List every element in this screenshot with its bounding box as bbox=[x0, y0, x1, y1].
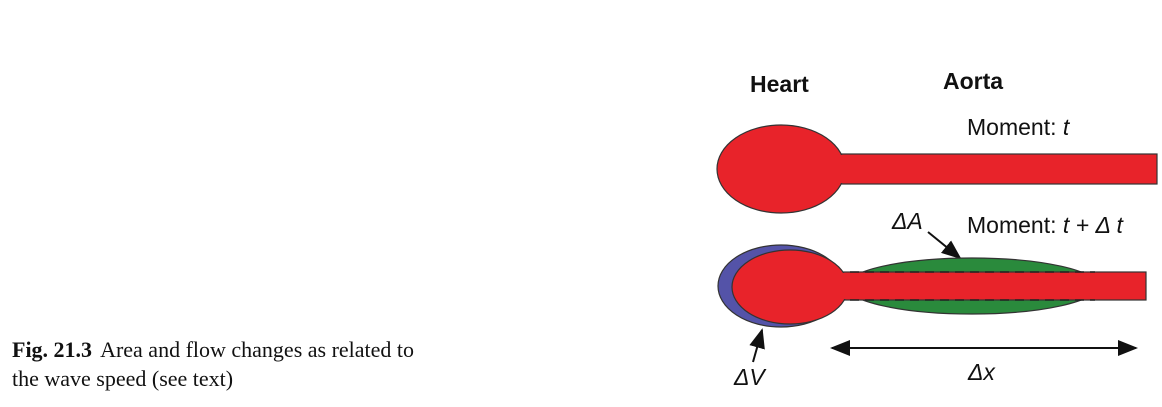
caption-text-line1: Area and flow changes as related to bbox=[100, 337, 415, 362]
moment-t-var: t bbox=[1063, 114, 1071, 140]
state-moment-t bbox=[716, 124, 1158, 214]
heart-aorta-joint-t-dt bbox=[840, 273, 852, 299]
aorta-tube-t-dt bbox=[829, 271, 1147, 301]
heart-t-dt bbox=[731, 249, 849, 325]
delta-v-arrow bbox=[749, 328, 765, 363]
moment-t-dt-prefix: Moment: bbox=[967, 212, 1063, 238]
delta-x-label: Δx bbox=[967, 359, 996, 385]
moment-t-prefix: Moment: bbox=[967, 114, 1063, 140]
moment-t-label: Moment: t bbox=[967, 114, 1071, 140]
aorta-label: Aorta bbox=[943, 68, 1003, 94]
state-moment-t-dt bbox=[717, 244, 1147, 328]
moment-t-dt-var: t + Δ t bbox=[1063, 212, 1125, 238]
delta-a-label: ΔA bbox=[891, 208, 923, 234]
delta-a-arrow bbox=[927, 231, 962, 260]
heart-label: Heart bbox=[750, 71, 809, 97]
moment-t-dt-label: Moment: t + Δ t bbox=[967, 212, 1124, 238]
heart-t bbox=[716, 124, 846, 214]
caption-text-line2: the wave speed (see text) bbox=[12, 366, 234, 391]
figure-label: Fig. 21.3 bbox=[12, 337, 93, 362]
aorta-tube-t bbox=[829, 153, 1158, 185]
figure-caption: Fig. 21.3 Area and flow changes as relate… bbox=[12, 335, 572, 393]
heart-aorta-joint-t bbox=[836, 155, 850, 183]
delta-v-label: ΔV bbox=[733, 364, 767, 390]
